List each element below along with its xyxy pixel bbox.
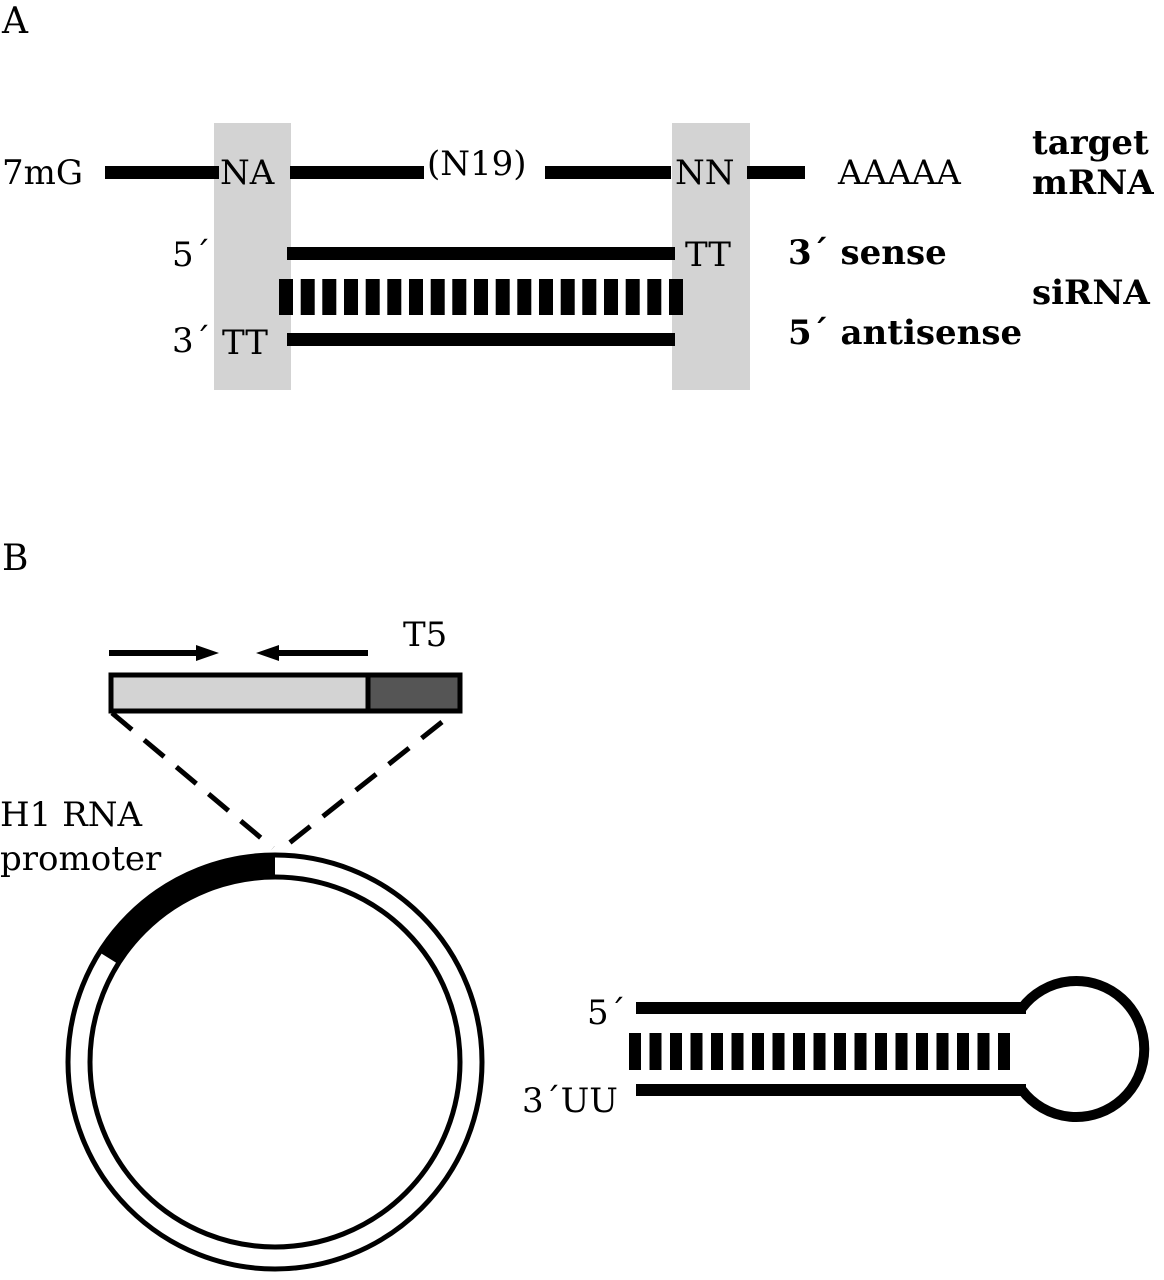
base-pair-bar xyxy=(344,279,358,315)
base-pair-bar xyxy=(875,1033,887,1070)
promoter-arc xyxy=(97,853,275,966)
base-pair-bar xyxy=(495,279,510,315)
base-pair-bar xyxy=(560,279,575,315)
base-pair-bar xyxy=(629,1033,641,1070)
base-pair-bar xyxy=(539,279,553,315)
base-pair-bar xyxy=(474,279,488,315)
promoter-label-line2: promoter xyxy=(0,839,162,879)
sense-overhang: TT xyxy=(685,235,731,275)
base-pair-bar xyxy=(670,1033,682,1070)
base-pair-bar xyxy=(582,279,597,315)
terminator-label: T5 xyxy=(403,615,447,655)
base-pair-bar xyxy=(998,1033,1010,1070)
dashed-line-left xyxy=(110,711,275,850)
antisense-overhang: TT xyxy=(222,323,268,363)
plasmid xyxy=(65,852,485,1272)
base-pair-bar xyxy=(731,1033,744,1070)
right-highlight-box xyxy=(672,123,750,390)
mrna-segment-4 xyxy=(747,166,805,179)
base-pair-bar xyxy=(895,1033,908,1070)
mrna-middle-label: (N19) xyxy=(427,144,527,184)
antisense-3prime-label: 3´ xyxy=(172,321,211,361)
mrna-right-motif: NN xyxy=(675,153,735,193)
base-pair-bar xyxy=(936,1033,949,1070)
base-pair-bar xyxy=(834,1033,846,1070)
mrna-tail-label: AAAAA xyxy=(837,153,961,193)
sense-5prime-label: 5´ xyxy=(172,235,211,275)
base-pair-bar xyxy=(977,1033,990,1070)
sirna-name: siRNA xyxy=(1032,273,1150,313)
mrna-segment-3 xyxy=(545,166,671,179)
base-pair-bar xyxy=(279,279,293,315)
base-pair-bar xyxy=(916,1033,928,1070)
base-pair-bar xyxy=(409,279,423,315)
promoter-label-line1: H1 RNA xyxy=(0,795,142,835)
sense-label: 3´ sense xyxy=(788,233,947,273)
hairpin-loop xyxy=(1018,976,1150,1122)
base-pair-bar xyxy=(322,279,337,315)
base-pair-bar xyxy=(517,279,532,315)
hairpin-5prime-label: 5´ xyxy=(587,993,626,1033)
panel-b-label: B xyxy=(2,538,28,579)
hairpin-bottom-strand xyxy=(636,1084,1026,1096)
base-pair-bar xyxy=(957,1033,969,1070)
mrna-cap-label: 7mG xyxy=(2,153,83,193)
reverse-arrow-icon xyxy=(256,645,368,661)
mrna-segment-1 xyxy=(105,166,219,179)
sirna-base-pairs xyxy=(279,279,683,315)
base-pair-bar xyxy=(649,1033,662,1070)
mrna-left-motif: NA xyxy=(220,153,275,193)
base-pair-bar xyxy=(647,279,662,315)
base-pair-bar xyxy=(772,1033,785,1070)
shrna-hairpin xyxy=(629,976,1150,1122)
base-pair-bar xyxy=(793,1033,805,1070)
base-pair-bar xyxy=(430,279,445,315)
base-pair-bar xyxy=(711,1033,723,1070)
panel-a-label: A xyxy=(1,1,29,42)
mrna-segment-2 xyxy=(290,166,424,179)
sense-strand xyxy=(287,247,675,260)
base-pair-bar xyxy=(604,279,618,315)
insert-stem-region xyxy=(108,672,371,714)
base-pair-bar xyxy=(752,1033,764,1070)
base-pair-bar xyxy=(625,279,640,315)
base-pair-bar xyxy=(690,1033,703,1070)
insert-terminator-region xyxy=(365,672,463,714)
antisense-label: 5´ antisense xyxy=(788,313,1022,353)
base-pair-bar xyxy=(300,279,315,315)
base-pair-bar xyxy=(854,1033,867,1070)
hairpin-3prime-label: 3´UU xyxy=(522,1081,618,1121)
base-pair-bar xyxy=(452,279,467,315)
base-pair-bar xyxy=(813,1033,826,1070)
antisense-strand xyxy=(287,333,675,346)
base-pair-bar xyxy=(387,279,402,315)
hairpin-top-strand xyxy=(636,1002,1026,1014)
base-pair-bar xyxy=(365,279,380,315)
mrna-name-line1: target xyxy=(1032,123,1149,163)
dashed-line-right xyxy=(281,720,444,850)
base-pair-bar xyxy=(669,279,683,315)
mrna-name-line2: mRNA xyxy=(1032,163,1154,203)
left-highlight-box xyxy=(214,123,291,390)
forward-arrow-icon xyxy=(109,645,219,661)
hairpin-base-pairs xyxy=(629,1033,1010,1070)
